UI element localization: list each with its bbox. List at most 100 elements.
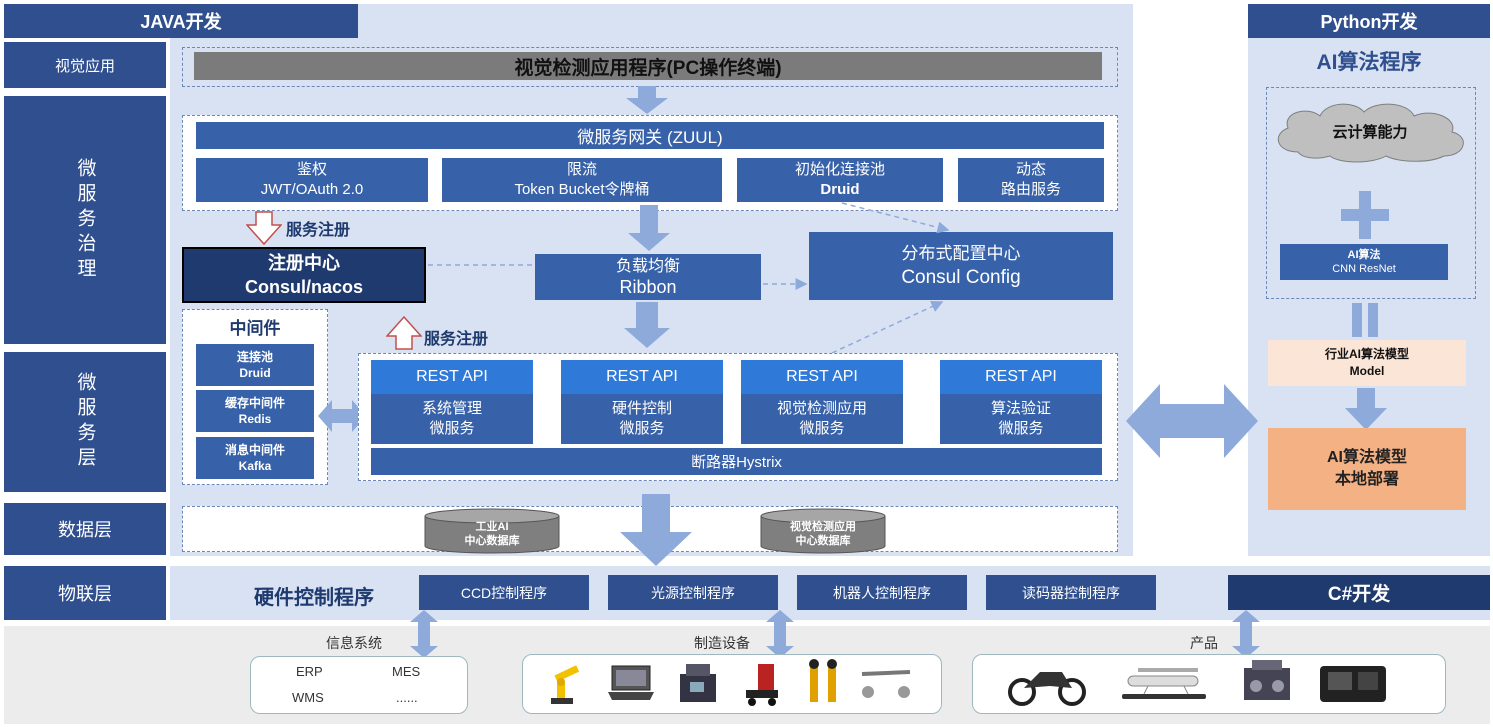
gateway-auth-line2: JWT/OAuth 2.0	[260, 181, 364, 198]
service-1: 硬件控制 微服务	[561, 394, 723, 444]
arrow-down-icon	[620, 494, 692, 566]
service-0: 系统管理 微服务	[371, 394, 533, 444]
java-header: JAVA开发	[4, 4, 358, 38]
gateway-title: 微服务网关 (ZUUL)	[196, 122, 1104, 149]
middleware-mq: 消息中间件 Kafka	[196, 437, 314, 479]
database-1-line2: 中心数据库	[795, 535, 851, 547]
layer-microservice-gov: 微服务治理	[4, 96, 166, 344]
info-item-mes: MES	[392, 664, 421, 679]
arrow-down-icon	[624, 302, 670, 348]
circuit-breaker: 断路器Hystrix	[371, 448, 1102, 475]
info-item-wms: WMS	[292, 690, 324, 705]
load-balance: 负载均衡 Ribbon	[535, 254, 761, 300]
gateway-pool-line2: Druid	[820, 181, 860, 198]
service-2: 视觉检测应用 微服务	[741, 394, 903, 444]
middleware-cache-line2: Redis	[238, 412, 272, 426]
layer-data: 数据层	[4, 503, 166, 555]
middleware-title: 中间件	[229, 318, 281, 338]
database-1-line1: 视觉检测应用	[790, 521, 856, 533]
industry-model-line1: 行业AI算法模型	[1324, 347, 1409, 361]
database-0-label: 工业AI 中心数据库	[424, 518, 560, 550]
equals-icon	[1352, 303, 1378, 337]
ai-algorithm: AI算法 CNN ResNet	[1280, 244, 1448, 280]
info-system-label: 信息系统	[326, 635, 382, 651]
service-1-line1: 硬件控制	[611, 400, 672, 417]
gateway-auth-line1: 鉴权	[296, 161, 327, 178]
database-0-line2: 中心数据库	[464, 535, 520, 547]
hardware-robot: 机器人控制程序	[797, 575, 967, 610]
cloud-label: 云计算能力	[1332, 123, 1408, 141]
ai-algorithm-line1: AI算法	[1347, 249, 1381, 261]
vertical-double-arrow-icon	[766, 610, 794, 658]
info-item-erp: ERP	[296, 664, 323, 679]
vertical-double-arrow-icon	[410, 610, 438, 658]
info-item-more: ......	[396, 690, 418, 705]
seaplane-icon	[1122, 668, 1206, 699]
arrow-down-icon	[628, 205, 670, 251]
local-deploy: AI算法模型 本地部署	[1268, 428, 1466, 510]
manufacturing-box	[522, 654, 942, 714]
hollow-arrow-up-icon	[386, 316, 422, 350]
hardware-reader: 读码器控制程序	[986, 575, 1156, 610]
forklift-icon	[746, 664, 778, 706]
layer-iot: 物联层	[4, 566, 166, 620]
registry-center: 注册中心 Consul/nacos	[182, 247, 426, 303]
gateway-routing: 动态 路由服务	[958, 158, 1104, 202]
gateway-pool-line1: 初始化连接池	[794, 161, 885, 178]
tool-icon	[861, 670, 911, 698]
vertical-double-arrow-icon	[1232, 610, 1260, 658]
service-3-api: REST API	[940, 360, 1102, 394]
service-3: 算法验证 微服务	[940, 394, 1102, 444]
registry-line1: 注册中心	[268, 253, 340, 273]
config-center: 分布式配置中心 Consul Config	[809, 232, 1113, 300]
double-arrow-icon	[318, 400, 366, 432]
product-label: 产品	[1190, 635, 1218, 651]
ai-algorithm-line2: CNN ResNet	[1332, 263, 1396, 275]
machine-icon	[680, 664, 716, 702]
ai-frame	[1266, 87, 1476, 299]
hardware-title: 硬件控制程序	[254, 587, 374, 609]
local-deploy-line2: 本地部署	[1334, 471, 1399, 488]
robot-arm-icon	[551, 665, 580, 704]
gateway-routing-line2: 路由服务	[1000, 181, 1061, 198]
gateway-routing-line1: 动态	[1015, 161, 1046, 178]
service-0-api: REST API	[371, 360, 533, 394]
laptop-icon	[608, 665, 654, 700]
layer-microservice: 微服务层	[4, 352, 166, 492]
gateway-ratelimit-line2: Token Bucket令牌桶	[514, 181, 650, 198]
plus-icon	[1341, 191, 1389, 239]
service-1-line2: 微服务	[619, 420, 665, 437]
double-arrow-icon	[1126, 384, 1258, 458]
industry-model: 行业AI算法模型 Model	[1268, 340, 1466, 386]
middleware-mq-line2: Kafka	[238, 459, 272, 473]
middleware-pool: 连接池 Druid	[196, 344, 314, 386]
sensor-icon	[809, 659, 837, 702]
ai-title: AI算法程序	[1316, 51, 1422, 74]
service-2-line2: 微服务	[799, 420, 845, 437]
middleware-cache: 缓存中间件 Redis	[196, 390, 314, 432]
arrow-down-icon	[626, 86, 668, 114]
cloud-icon	[1277, 103, 1464, 163]
service-register-label-1: 服务注册	[286, 222, 351, 239]
config-center-line1: 分布式配置中心	[901, 244, 1021, 263]
service-register-label-2: 服务注册	[424, 331, 489, 348]
database-icon	[760, 508, 886, 554]
gateway-ratelimit: 限流 Token Bucket令牌桶	[442, 158, 722, 202]
service-3-line1: 算法验证	[990, 400, 1051, 417]
service-2-api: REST API	[741, 360, 903, 394]
local-deploy-line1: AI算法模型	[1326, 449, 1407, 466]
gateway-ratelimit-line1: 限流	[566, 161, 597, 178]
middleware-pool-line1: 连接池	[236, 350, 273, 364]
manufacturing-label: 制造设备	[694, 635, 750, 651]
middleware-mq-line1: 消息中间件	[224, 443, 285, 457]
engine-icon	[1244, 660, 1290, 700]
config-center-line2: Consul Config	[901, 267, 1021, 288]
load-balance-line1: 负载均衡	[615, 258, 680, 275]
hardware-light: 光源控制程序	[608, 575, 778, 610]
motorcycle-icon	[1008, 672, 1086, 706]
service-0-line2: 微服务	[429, 420, 475, 437]
info-system-box	[250, 656, 468, 714]
registry-line2: Consul/nacos	[244, 277, 364, 297]
database-icon	[424, 508, 560, 554]
csharp-header: C#开发	[1228, 575, 1490, 610]
